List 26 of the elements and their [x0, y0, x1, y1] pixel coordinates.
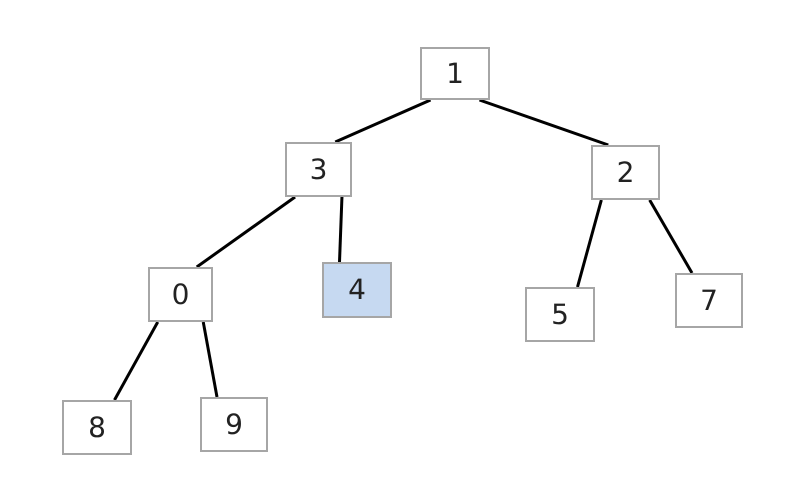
node-number: 5 [551, 296, 569, 332]
node-number: 3 [310, 152, 328, 188]
connector-line [113, 321, 160, 401]
tree-node-box [525, 287, 595, 342]
node-number: 4 [348, 272, 366, 308]
connector-line [338, 196, 344, 262]
connector-line [479, 98, 609, 146]
tree-node-box [285, 142, 352, 197]
tree-node-box [148, 267, 213, 322]
connector-line [202, 322, 218, 398]
connector-line [334, 98, 432, 144]
node-number: 7 [700, 282, 718, 318]
connector-line [576, 200, 603, 288]
node-number: 2 [616, 154, 634, 190]
connector-line [648, 199, 694, 274]
tree-node-box [591, 145, 660, 200]
tree-node-box [62, 400, 132, 455]
tree-node-box [675, 273, 743, 328]
node-number: 9 [225, 406, 243, 442]
node-number: 1 [446, 56, 464, 92]
tree-node-box [420, 47, 490, 100]
connector-line [196, 196, 296, 268]
tree-node-box [200, 397, 268, 452]
tree-node-box [322, 262, 392, 318]
node-number: 8 [88, 410, 106, 446]
node-number: 0 [172, 276, 190, 312]
